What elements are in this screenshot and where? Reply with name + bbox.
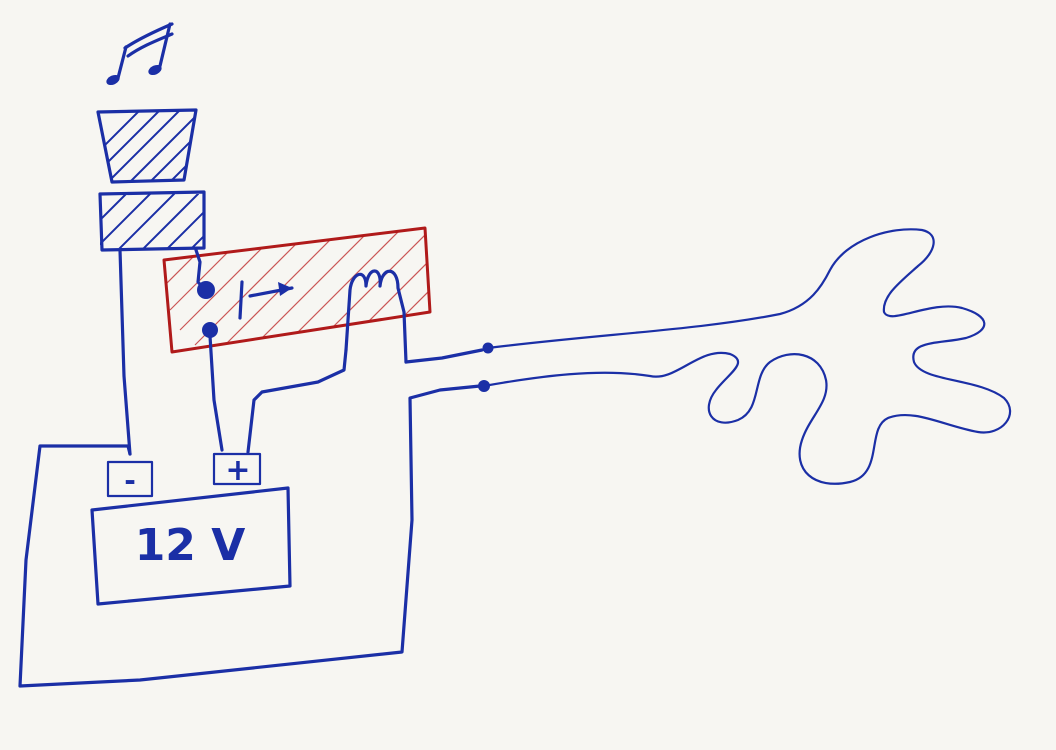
relay-switch-icon <box>197 280 294 338</box>
battery-positive-terminal-box <box>212 452 262 486</box>
battery-negative-label: - <box>124 464 136 497</box>
battery-negative-terminal-box <box>106 460 154 498</box>
music-note-icon <box>106 22 174 86</box>
coil-icon <box>344 269 408 364</box>
battery: - + 12 V <box>90 452 292 606</box>
battery-positive-label: + <box>225 453 250 488</box>
circuit-wiring <box>18 248 494 688</box>
wire-loop-icon <box>482 228 1012 485</box>
speaker-icon <box>96 108 206 252</box>
relay-module <box>162 226 432 364</box>
battery-voltage-label: 12 V <box>135 520 246 571</box>
